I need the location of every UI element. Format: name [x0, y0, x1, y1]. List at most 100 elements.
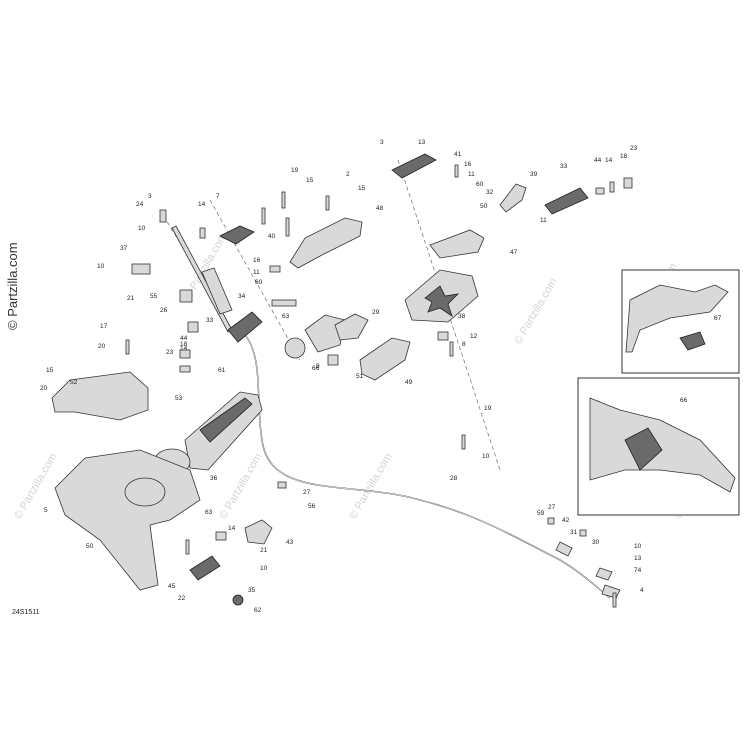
callout-label: 48: [376, 205, 384, 212]
handlebar-grip: [544, 187, 589, 215]
console-bracket: [51, 371, 149, 421]
callout-label: 33: [206, 317, 214, 324]
cable-end: [601, 584, 621, 599]
callout-label: 13: [634, 555, 642, 562]
watermark-faint: © Partzilla.com: [217, 451, 264, 521]
callout-label: 56: [308, 503, 316, 510]
column-spring: [201, 267, 233, 315]
inset-top-handguard: [625, 284, 729, 353]
callout-label: 41: [454, 151, 462, 158]
callout-label: 18: [180, 341, 188, 348]
lower-console: [54, 449, 201, 591]
bracket: [219, 225, 255, 245]
callout-label: 44: [180, 335, 188, 342]
callout-label: 27: [303, 489, 311, 496]
callout-label: 10: [482, 453, 490, 460]
callout-label: 21: [127, 295, 135, 302]
callout-label: 59: [537, 510, 545, 517]
callout-label: 2: [346, 171, 350, 178]
switch-bracket: [391, 153, 437, 179]
callout-label: 24: [136, 201, 144, 208]
column-boot: [227, 311, 263, 343]
callout-label: 10: [260, 565, 268, 572]
handguard-star: [424, 285, 460, 317]
callout-label: 66: [312, 365, 320, 372]
console-opening: [124, 477, 166, 507]
callout-label: 14: [198, 201, 206, 208]
inset-bottom-handlebar: [589, 397, 736, 493]
callout-label: 67: [714, 315, 722, 322]
upper-cover: [289, 217, 363, 269]
callout-label: 16: [464, 161, 472, 168]
bushing: [232, 594, 244, 606]
callout-label: 52: [70, 379, 78, 386]
brake-lever: [359, 337, 411, 381]
hardware-group: [125, 164, 633, 608]
column-housing-shade: [199, 397, 253, 443]
callout-label: 10: [97, 263, 105, 270]
switch-cap: [334, 313, 369, 341]
callout-label: 30: [592, 539, 600, 546]
callout-label: 17: [100, 323, 108, 330]
callout-label: 14: [605, 157, 613, 164]
callout-label: 28: [450, 475, 458, 482]
cable-adjuster: [555, 541, 573, 557]
callout-label: 62: [254, 607, 262, 614]
callout-label: 36: [210, 475, 218, 482]
throttle-lever: [499, 183, 527, 213]
callout-label: 50: [480, 203, 488, 210]
inset-top-wiring: [679, 331, 706, 351]
callout-label: 7: [216, 193, 220, 200]
callout-label: 38: [458, 313, 466, 320]
callout-label: 20: [40, 385, 48, 392]
diagram-code: 24S1511: [12, 609, 40, 616]
callout-label: 10: [138, 225, 146, 232]
cable-clip: [595, 567, 613, 581]
callout-label: 49: [405, 379, 413, 386]
callout-label: 42: [562, 517, 570, 524]
callout-label: 13: [418, 139, 426, 146]
callout-label: 43: [286, 539, 294, 546]
callout-label: 15: [306, 177, 314, 184]
callout-label: 45: [168, 583, 176, 590]
watermark-faint: © Partzilla.com: [12, 451, 59, 521]
callout-label: 23: [166, 349, 174, 356]
callout-label: 12: [470, 333, 478, 340]
callout-label: 15: [46, 367, 54, 374]
assembly-axis: [209, 199, 301, 361]
watermark-faint: © Partzilla.com: [347, 451, 394, 521]
inset-bottom-center: [624, 427, 663, 471]
callout-label: 14: [228, 525, 236, 532]
callout-label: 14: [180, 345, 188, 352]
clip: [189, 555, 221, 581]
throttle-cable: [239, 329, 611, 599]
callout-label: 29: [372, 309, 380, 316]
callout-label: 61: [218, 367, 226, 374]
callout-label: 55: [150, 293, 158, 300]
callout-label: 19: [291, 167, 299, 174]
callout-label: 3: [380, 139, 384, 146]
callout-label: 60: [476, 181, 484, 188]
callout-label: 74: [634, 567, 642, 574]
callout-label: 5: [44, 507, 48, 514]
callout-label: 3: [148, 193, 152, 200]
callout-label: 60: [255, 279, 263, 286]
callout-label: 19: [484, 405, 492, 412]
callout-label: 10: [634, 543, 642, 550]
callout-label: 18: [620, 153, 628, 160]
callout-label: 40: [268, 233, 276, 240]
callout-label: 8: [462, 341, 466, 348]
callout-label: 20: [98, 343, 106, 350]
switch-knob: [284, 337, 306, 359]
callout-label: 33: [560, 163, 568, 170]
callout-label: 11: [253, 269, 260, 276]
callout-label: 26: [160, 307, 168, 314]
callout-label: 32: [486, 189, 494, 196]
callout-label: 22: [178, 595, 186, 602]
callout-label: 44: [594, 157, 602, 164]
callout-label: 51: [356, 373, 364, 380]
callout-label: 27: [548, 504, 556, 511]
callout-label: 15: [358, 185, 366, 192]
